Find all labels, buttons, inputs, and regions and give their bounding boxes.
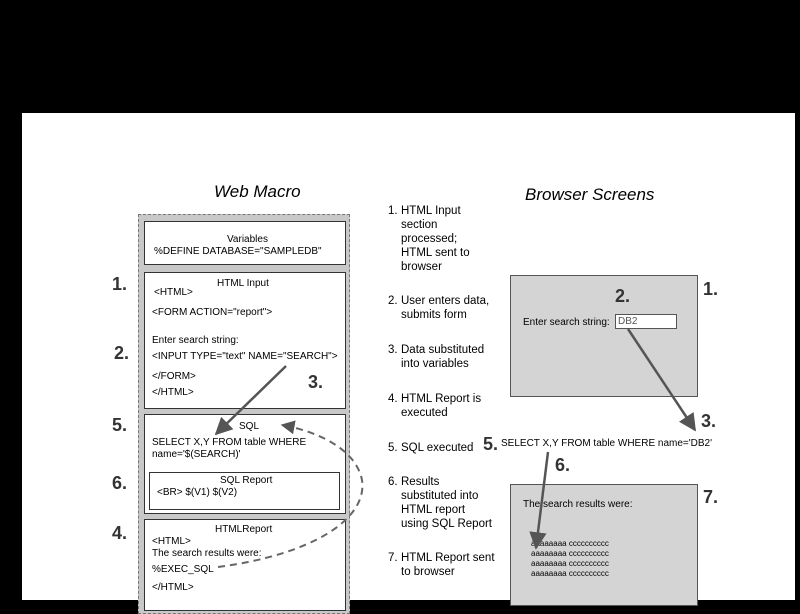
sql-line: name='$(SEARCH)' — [152, 449, 241, 460]
screen-step-number: 2. — [615, 286, 631, 306]
arrow-search-to-sql — [214, 365, 287, 436]
screen-step-number: 7. — [703, 487, 719, 507]
arrow-input-to-sql — [626, 328, 697, 432]
step-text: Results — [401, 476, 440, 488]
flow-arrows — [214, 328, 697, 568]
variables-title: Variables — [227, 234, 268, 245]
sql-panel: SQL SELECT X,Y FROM table WHERE name='$(… — [144, 414, 346, 514]
left-step-number: 3. — [308, 372, 324, 392]
step-text: using SQL Report — [401, 518, 492, 530]
html-report-panel: HTMLReport <HTML> The search results wer… — [144, 519, 346, 611]
browser-screen-input: Enter search string: DB2 2. — [510, 275, 698, 397]
html-report-line: </HTML> — [152, 582, 194, 593]
left-step-number: 1. — [112, 274, 128, 294]
step-text: submits form — [401, 309, 467, 321]
step-text: browser — [401, 261, 442, 273]
html-input-panel: HTML Input <HTML> <FORM ACTION="report">… — [144, 272, 346, 409]
left-step-number: 4. — [112, 523, 128, 543]
left-step-number: 6. — [112, 473, 128, 493]
step-text: User enters data, — [401, 295, 490, 307]
step-text: to browser — [401, 566, 455, 578]
screen-step-number: 5. — [483, 434, 499, 454]
screen-step-number: 6. — [555, 455, 571, 475]
sql-line: SELECT X,Y FROM table WHERE — [152, 437, 307, 448]
web-macro-container: Variables %DEFINE DATABASE="SAMPLEDB" HT… — [138, 214, 350, 614]
html-input-line: Enter search string: — [152, 335, 239, 346]
html-input-line: <INPUT TYPE="text" NAME="SEARCH"> — [152, 351, 338, 362]
html-input-line: <HTML> — [154, 287, 193, 298]
result-row: aaaaaaaa cccccccccc — [531, 569, 609, 578]
search-string-input[interactable]: DB2 — [615, 314, 677, 329]
variables-panel: Variables %DEFINE DATABASE="SAMPLEDB" — [144, 221, 346, 265]
html-report-title: HTMLReport — [215, 524, 273, 535]
sql-report-title: SQL Report — [220, 475, 273, 486]
html-report-line: %EXEC_SQL — [152, 564, 214, 575]
step-text: executed — [401, 407, 448, 419]
step-text: HTML report — [401, 504, 466, 516]
html-report-line: <HTML> — [152, 536, 191, 547]
sql-title: SQL — [239, 421, 260, 432]
screen-step-number: 1. — [703, 279, 719, 299]
screen-step-number: 3. — [701, 411, 717, 431]
step-text: Data substituted — [401, 344, 485, 356]
step-text: HTML Input — [401, 205, 461, 217]
search-string-label: Enter search string: — [523, 317, 610, 328]
dashed-arrow-report-to-sql — [217, 420, 364, 568]
step-number: 7. — [388, 552, 398, 564]
html-input-line: <FORM ACTION="report"> — [152, 307, 273, 318]
step-text: HTML Report sent — [401, 552, 495, 564]
html-input-line: </FORM> — [152, 371, 196, 382]
step-text: section — [401, 219, 438, 231]
step-number: 5. — [388, 442, 398, 454]
sql-report-line: <BR> $(V1) $(V2) — [157, 487, 238, 498]
step-text: into variables — [401, 358, 469, 370]
executed-sql-text: SELECT X,Y FROM table WHERE name='DB2' — [501, 438, 713, 449]
html-input-line: </HTML> — [152, 387, 194, 398]
web-macro-title: Web Macro — [214, 182, 301, 201]
arrow-sql-to-results — [529, 451, 550, 550]
step-text: HTML sent to — [401, 247, 470, 259]
step-text: substituted into — [401, 490, 479, 502]
result-row: aaaaaaaa cccccccccc — [531, 539, 609, 548]
left-step-number: 2. — [114, 343, 130, 363]
step-text: HTML Report is — [401, 393, 482, 405]
result-row: aaaaaaaa cccccccccc — [531, 559, 609, 568]
results-label: The search results were: — [523, 499, 633, 510]
sql-report-panel: SQL Report <BR> $(V1) $(V2) — [149, 472, 340, 510]
step-number: 2. — [388, 295, 398, 307]
result-row: aaaaaaaa cccccccccc — [531, 549, 609, 558]
define-database-line: %DEFINE DATABASE="SAMPLEDB" — [154, 246, 322, 257]
step-number: 1. — [388, 205, 398, 217]
html-report-line: The search results were: — [152, 548, 262, 559]
step-text: processed; — [401, 233, 458, 245]
html-input-title: HTML Input — [217, 278, 269, 289]
left-step-number: 5. — [112, 415, 128, 435]
step-number: 6. — [388, 476, 398, 488]
step-number: 3. — [388, 344, 398, 356]
step-text: SQL executed — [401, 442, 474, 454]
browser-screens-title: Browser Screens — [525, 185, 655, 204]
step-number: 4. — [388, 393, 398, 405]
